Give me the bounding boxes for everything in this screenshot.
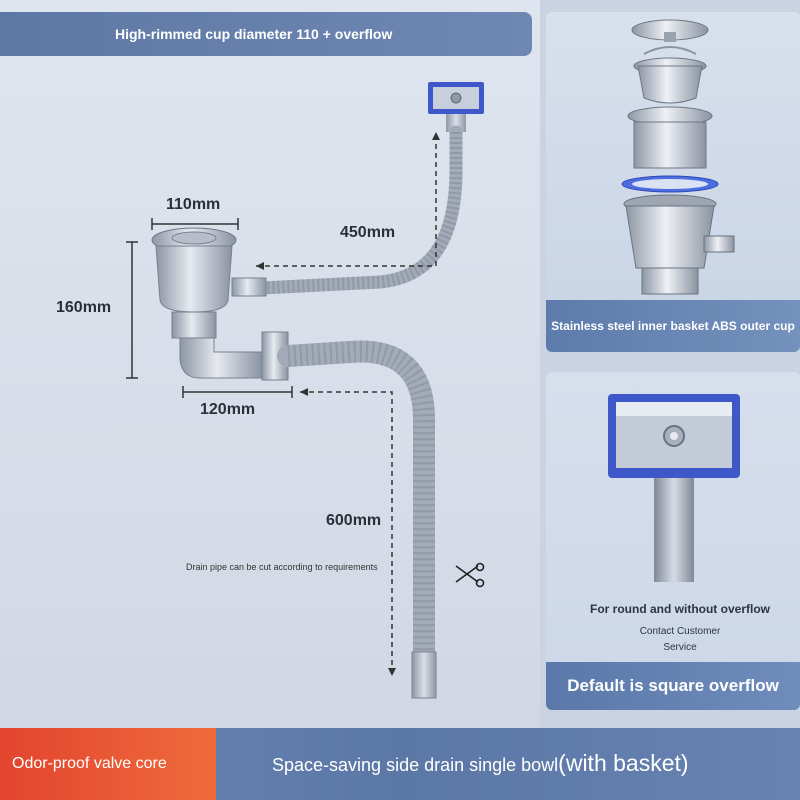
square-overflow-illustration <box>608 394 740 582</box>
overflow-hose <box>255 125 463 295</box>
mesh-basket <box>633 46 707 104</box>
footer-title: Space-saving side drain single bowl(with… <box>272 750 689 776</box>
elbow-width-label: 120mm <box>200 401 256 418</box>
round-overflow-note: For round and without overflow <box>590 602 770 616</box>
hose-end-fitting <box>411 651 437 699</box>
overflow-hose-label: 450mm <box>340 224 396 241</box>
exploded-parts-illustration <box>621 19 735 295</box>
overflow-length-line <box>256 138 437 267</box>
overflow-box <box>428 82 484 132</box>
drain-cut-note: Drain pipe can be cut according to requi… <box>186 562 378 572</box>
scissors-icon <box>455 562 485 588</box>
header-banner: High-rimmed cup diameter 110 + overflow <box>0 12 532 56</box>
odor-proof-badge: Odor-proof valve core <box>0 728 216 800</box>
contact-service-note: Contact Customer Service <box>639 626 721 653</box>
strainer-cap <box>631 19 709 42</box>
drain-length-line <box>300 391 393 670</box>
default-overflow-caption: Default is square overflow <box>546 662 800 710</box>
cup-diameter-label: 110mm <box>166 196 221 213</box>
cup-height-label: 160mm <box>56 299 112 316</box>
sealing-ring <box>621 175 719 193</box>
inner-basket <box>627 106 713 169</box>
strainer-cup <box>151 227 289 381</box>
drain-hose-label: 600mm <box>326 512 382 529</box>
header-title: High-rimmed cup diameter 110 + overflow <box>115 26 393 42</box>
drain-hose <box>277 340 435 666</box>
drain-kit-illustration <box>126 82 485 699</box>
basket-caption: Stainless steel inner basket ABS outer c… <box>546 300 800 352</box>
outer-cup <box>623 194 735 295</box>
